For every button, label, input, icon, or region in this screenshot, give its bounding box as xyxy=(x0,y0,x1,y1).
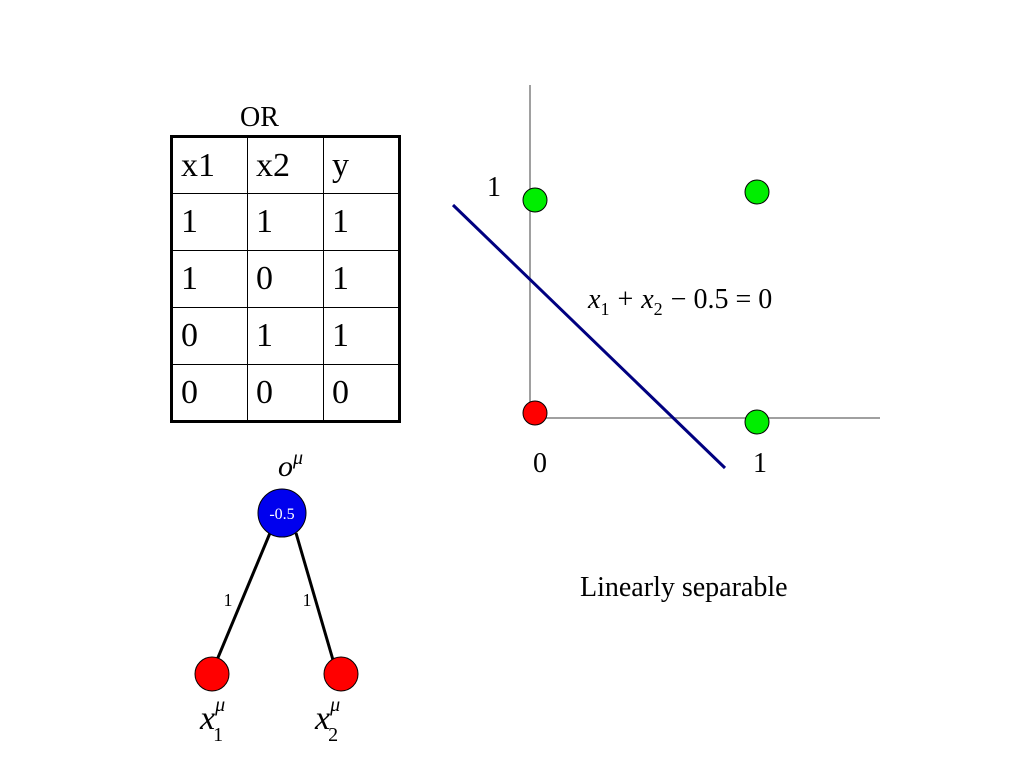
table-cell: 1 xyxy=(323,250,400,308)
equation-x2-sub: 2 xyxy=(654,299,663,319)
equation-plus: + xyxy=(617,284,633,315)
or-scatter-plot: 0 1 1 x1+x2− 0.5 = 0 Linearly separable xyxy=(451,85,880,603)
data-point-0-1 xyxy=(522,187,548,213)
table-title: OR xyxy=(240,102,279,133)
weight-left: 1 xyxy=(224,590,233,610)
input-2-x: x xyxy=(314,700,330,737)
equation-x2: x xyxy=(640,284,654,315)
input-1-mu: μ xyxy=(214,694,225,716)
table-cell: 0 xyxy=(247,250,324,308)
input-label-1: xμ 1 xyxy=(199,694,225,746)
table-cell: 0 xyxy=(247,364,324,422)
input-2-mu: μ xyxy=(329,694,340,716)
table-cell: 1 xyxy=(247,193,324,251)
table-cell: 1 xyxy=(323,307,400,365)
linearly-separable-caption: Linearly separable xyxy=(580,572,788,603)
data-point-1-0 xyxy=(744,409,770,435)
boundary-equation: x1+x2− 0.5 = 0 xyxy=(587,284,772,319)
table-cell: 1 xyxy=(247,307,324,365)
input-node-1 xyxy=(194,656,230,692)
equation-rest: − 0.5 = 0 xyxy=(671,284,773,315)
table-cell: 0 xyxy=(323,364,400,422)
header-y: y xyxy=(323,136,400,194)
input-1-sub: 1 xyxy=(213,724,223,746)
table-cell: 0 xyxy=(171,307,248,365)
bias-value: -0.5 xyxy=(269,506,294,523)
equation-x1: x xyxy=(587,284,601,315)
table-cell: 1 xyxy=(171,193,248,251)
data-point-0-0 xyxy=(522,400,548,426)
output-node xyxy=(257,488,307,538)
output-label-mu: μ xyxy=(292,447,303,469)
weight-right: 1 xyxy=(303,590,312,610)
input-node-2 xyxy=(323,656,359,692)
output-label-o: o xyxy=(278,450,293,483)
input-2-sub: 2 xyxy=(328,724,338,746)
table-row: 0 0 0 xyxy=(171,364,400,422)
x-tick-label-0: 0 xyxy=(533,448,547,479)
table-row: 1 0 1 xyxy=(171,250,400,308)
or-truth-table: x1 x2 y 1 1 1 1 0 1 0 1 1 0 0 0 xyxy=(170,135,401,423)
equation-x1-sub: 1 xyxy=(600,299,609,319)
table-cell: 1 xyxy=(171,250,248,308)
input-label-2: xμ 2 xyxy=(314,694,340,746)
edge-right xyxy=(294,532,335,661)
edge-left xyxy=(215,532,272,661)
data-point-1-1 xyxy=(744,179,770,205)
output-label: oμ xyxy=(278,447,303,483)
y-tick-label-1: 1 xyxy=(487,172,501,203)
table-cell: 0 xyxy=(171,364,248,422)
input-1-x: x xyxy=(199,700,215,737)
decision-boundary-line xyxy=(451,203,727,470)
table-row: 0 1 1 xyxy=(171,307,400,365)
x-tick-label-1: 1 xyxy=(753,448,767,479)
